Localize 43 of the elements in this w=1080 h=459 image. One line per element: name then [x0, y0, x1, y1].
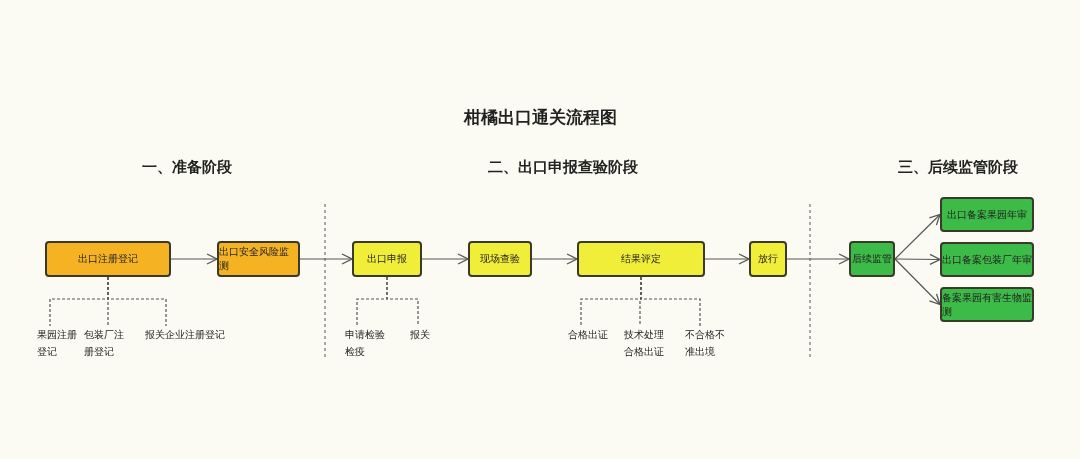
dashed-branch-line [386, 276, 419, 327]
phase-heading: 三、后续监管阶段 [898, 158, 1018, 177]
process-box [849, 241, 895, 277]
diagram-title: 柑橘出口通关流程图 [462, 106, 618, 129]
box-label: 出口注册登记 [78, 252, 138, 266]
box-label: 现场查验 [480, 252, 520, 266]
note-text: 报关企业注册登记 [145, 326, 235, 344]
note-text: 不合格不准出境 [685, 326, 727, 362]
box-label: 放行 [758, 252, 778, 266]
note-text: 果园注册登记 [37, 326, 79, 362]
process-box [468, 241, 532, 277]
phase-heading: 一、准备阶段 [142, 158, 232, 177]
phase-heading: 二、出口申报查验阶段 [488, 158, 638, 177]
arrow [894, 258, 941, 306]
note-text: 报关 [410, 326, 440, 344]
box-label: 出口申报 [367, 252, 407, 266]
process-box [45, 241, 171, 277]
arrow [894, 253, 941, 266]
process-box [940, 242, 1034, 277]
note-text: 技术处理合格出证 [624, 326, 666, 362]
arrow [704, 253, 750, 265]
arrow [421, 253, 469, 265]
process-box [217, 241, 300, 277]
box-label: 后续监管 [852, 252, 892, 266]
box-label: 出口备案包装厂年审 [942, 252, 1032, 267]
process-box [940, 197, 1034, 232]
arrow [894, 213, 941, 260]
process-box [749, 241, 787, 277]
box-label: 出口备案果园年审 [947, 207, 1027, 222]
arrow [299, 253, 353, 265]
box-label: 备案果园有害生物监测 [942, 290, 1032, 319]
box-label: 出口安全风险监测 [219, 245, 290, 273]
note-text: 合格出证 [568, 326, 610, 362]
note-text: 申请检验检疫 [345, 326, 387, 362]
arrow [531, 253, 578, 265]
process-box [352, 241, 422, 277]
arrow [170, 253, 218, 265]
dashed-branch-line [107, 276, 167, 327]
box-label: 结果评定 [621, 252, 661, 266]
dashed-branch-line [640, 276, 701, 327]
note-text: 包装厂注册登记 [84, 326, 126, 362]
arrow [786, 253, 850, 265]
process-box [577, 241, 705, 277]
